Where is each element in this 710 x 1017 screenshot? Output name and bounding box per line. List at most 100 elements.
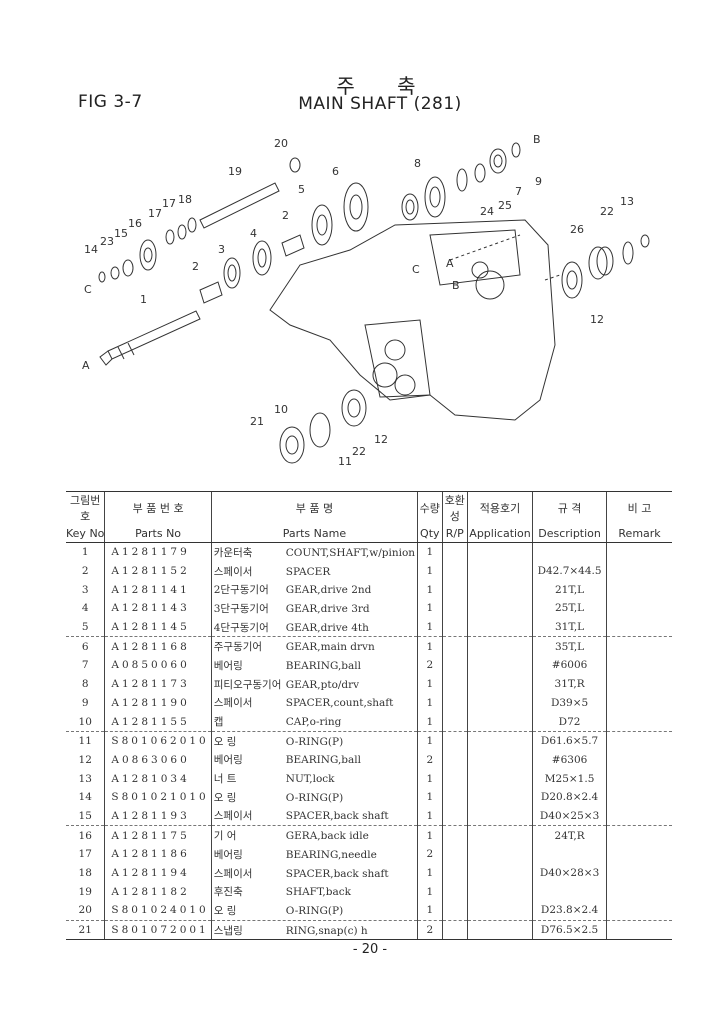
application-cell — [467, 674, 533, 694]
part-no-cell: A1281155 — [104, 712, 212, 732]
callout-label: 17 — [162, 197, 176, 210]
remark-cell — [606, 656, 672, 675]
application-cell — [467, 825, 533, 845]
part-no-cell: A1281173 — [104, 674, 212, 694]
part-name-english: O-RING(P) — [285, 904, 344, 917]
part-no-cell: A0850060 — [104, 656, 212, 675]
callout-label: 21 — [250, 415, 264, 428]
part-name-cell: 스페이서 SPACER,count,shaft — [210, 693, 418, 713]
part-name-korean: 베어링 — [213, 848, 243, 861]
application-cell — [467, 901, 533, 921]
application-cell — [467, 750, 533, 770]
rp-cell — [441, 693, 468, 713]
callout-label: 18 — [178, 193, 192, 206]
description-cell — [532, 882, 607, 902]
qty-cell: 1 — [417, 863, 443, 883]
key-no-cell: 1 — [81, 546, 89, 559]
part-no-cell: A1281145 — [104, 617, 212, 638]
callout-label: B — [452, 279, 460, 292]
rp-cell — [441, 863, 468, 883]
description-cell: 24T,R — [532, 825, 607, 845]
header-key-no-kr: 그림번호 — [66, 491, 105, 524]
callout-label: 2 — [282, 209, 289, 222]
part-name-korean: 피티오구동기어 — [213, 678, 282, 691]
part-name-english: GEAR,drive 3rd — [285, 602, 370, 615]
application-cell — [467, 731, 533, 751]
rp-cell — [441, 542, 468, 562]
qty-cell: 2 — [417, 656, 443, 675]
application-cell — [467, 863, 533, 883]
key-no-cell: 20 — [66, 901, 105, 921]
part-no-cell: S801072001 — [104, 920, 212, 941]
header-parts-name: Parts Name — [210, 524, 418, 543]
callout-label: 17 — [148, 207, 162, 220]
part-no-cell: A1281179 — [104, 542, 212, 562]
part-name-english: RING,snap(c) h — [285, 924, 368, 937]
description-cell: D42.7×44.5 — [532, 561, 607, 581]
key-no-cell: 8 — [81, 678, 89, 691]
remark-cell — [606, 731, 672, 751]
callout-label: 8 — [414, 157, 421, 170]
part-no-cell: A1281168 — [104, 636, 212, 657]
key-no-cell: 10 — [66, 712, 105, 732]
description-cell: D20.8×2.4 — [532, 787, 607, 807]
key-no-cell: 18 — [78, 867, 92, 880]
header-description: Description — [532, 524, 607, 543]
application-cell — [467, 693, 533, 713]
application-cell — [467, 561, 533, 581]
callout-label: C — [84, 283, 92, 296]
key-no-cell: 12 — [78, 753, 92, 766]
part-name-korean: 카운터축 — [213, 546, 253, 559]
part-name-english: SPACER,count,shaft — [285, 697, 394, 710]
application-cell — [467, 580, 533, 600]
description-cell — [532, 845, 607, 864]
qty-cell: 1 — [417, 882, 443, 902]
remark-cell — [606, 580, 672, 600]
qty-cell: 1 — [417, 617, 443, 638]
callout-label: 12 — [374, 433, 388, 446]
remark-cell — [606, 693, 672, 713]
part-name-english: BEARING,needle — [285, 848, 377, 861]
header-rp: R/P — [441, 524, 468, 543]
qty-cell: 1 — [417, 806, 443, 827]
qty-cell: 1 — [417, 769, 443, 788]
callout-label: 12 — [590, 313, 604, 326]
header-parts-name-kr: 부 품 명 — [210, 491, 418, 524]
qty-cell: 2 — [417, 845, 443, 864]
part-name-korean: 베어링 — [213, 659, 243, 672]
part-name-korean: 스페이서 — [213, 697, 253, 710]
parts-table: 그림번호 부 품 번 호 부 품 명 수량 호환성 적용호기 규 격 비 고 K… — [66, 491, 672, 941]
part-name-korean: 주구동기어 — [213, 641, 263, 654]
application-cell — [467, 599, 533, 618]
key-no-cell: 9 — [81, 696, 89, 709]
remark-cell — [606, 599, 672, 618]
part-name-korean: 스페이서 — [213, 867, 253, 880]
header-application: Application — [467, 524, 533, 543]
part-no-cell: A1281194 — [104, 863, 212, 883]
part-name-korean: 캡 — [213, 716, 224, 729]
part-name-korean: 기 어 — [213, 830, 237, 843]
part-name-english: SPACER — [285, 565, 331, 578]
callout-label: 3 — [218, 243, 225, 256]
header-application-kr: 적용호기 — [467, 491, 533, 524]
callout-label: 20 — [274, 137, 288, 150]
callout-label: 7 — [515, 185, 522, 198]
part-name-english: CAP,o-ring — [285, 716, 342, 729]
rp-cell — [441, 806, 468, 827]
callout-label: 9 — [535, 175, 542, 188]
rp-cell — [441, 656, 468, 675]
callout-label: 11 — [338, 455, 352, 468]
